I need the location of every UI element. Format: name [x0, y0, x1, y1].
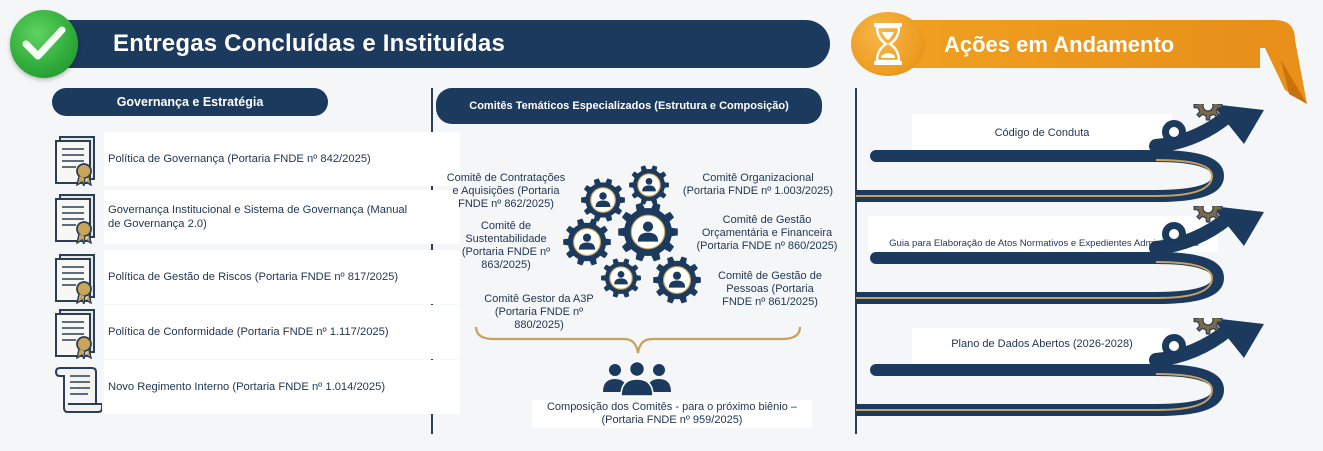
gear-icon	[1162, 120, 1186, 144]
governance-item: Política de Governança (Portaria FNDE nº…	[54, 132, 460, 186]
in-progress-header-bar	[880, 20, 1260, 68]
progress-track	[856, 318, 1264, 416]
committee-gears	[563, 165, 701, 304]
governance-item-card	[104, 250, 460, 304]
governance-item-card	[104, 305, 460, 359]
gear-icon	[563, 218, 611, 266]
committee-pessoas: Comitê de Gestão de Pessoas (Portaria FN…	[718, 270, 822, 308]
action-item-label: Plano de Dados Abertos (2026-2028)	[951, 338, 1133, 350]
committee-organizacional: Comitê Organizacional (Portaria FNDE nº …	[682, 172, 834, 197]
gear-icon	[1193, 104, 1223, 121]
governance-item: Novo Regimento Interno (Portaria FNDE nº…	[54, 360, 460, 414]
hourglass-badge	[851, 12, 925, 76]
action-item-label: Guia para Elaboração de Atos Normativos …	[889, 238, 1199, 249]
in-progress-header-title: Ações em Andamento	[944, 32, 1175, 57]
column-divider	[855, 88, 857, 434]
governance-item-label: Novo Regimento Interno (Portaria FNDE nº…	[108, 381, 386, 393]
certificate-document-icon	[55, 136, 95, 186]
governance-item-label: Governança Institucional e Sistema de Go…	[108, 204, 408, 230]
brace-connector	[474, 326, 802, 354]
action-item-card	[912, 114, 1172, 150]
governance-item: Política de Gestão de Riscos (Portaria F…	[54, 250, 460, 304]
committee-orcamentaria: Comitê de Gestão Orçamentária e Financei…	[696, 214, 838, 252]
governance-item: Política de Conformidade (Portaria FNDE …	[54, 305, 460, 359]
governance-item-label: Política de Gestão de Riscos (Portaria F…	[108, 271, 399, 283]
scroll-icon	[54, 367, 102, 413]
progress-track	[856, 206, 1264, 304]
gear-icon	[653, 256, 701, 304]
gear-icon	[1162, 334, 1186, 358]
committee-contratacoes: Comitê de Contratações e Aquisições (Por…	[446, 172, 566, 210]
gear-icon	[1193, 318, 1223, 335]
action-item-label: Código de Conduta	[994, 127, 1090, 139]
governance-item-card	[104, 360, 460, 414]
governance-item-card	[104, 132, 460, 186]
committee-a3p: Comitê Gestor da A3P (Portaria FNDE nº 8…	[484, 293, 594, 331]
committee-composition: Composição dos Comitês - para o próximo …	[532, 400, 812, 428]
governance-item-card	[104, 190, 460, 244]
gear-icon	[629, 165, 669, 205]
governance-item-label: Política de Conformidade (Portaria FNDE …	[108, 326, 389, 338]
gear-icon	[601, 258, 641, 298]
gear-icon	[1162, 222, 1186, 246]
gear-icon	[618, 202, 678, 262]
gear-icon	[1193, 206, 1223, 223]
committee-sustentabilidade: Comitê de Sustentabilidade (Portaria FND…	[461, 220, 551, 271]
committees-title: Comitês Temáticos Especializados (Estrut…	[436, 88, 822, 124]
progress-track	[856, 104, 1264, 202]
action-item-card	[912, 328, 1172, 364]
check-icon	[22, 26, 66, 60]
certificate-document-icon	[55, 309, 95, 359]
governance-title: Governança e Estratégia	[52, 88, 328, 116]
governance-item: Governança Institucional e Sistema de Go…	[54, 190, 460, 244]
header-ribbon-tail	[1245, 20, 1307, 104]
delivered-header-title: Entregas Concluídas e Instituídas	[113, 30, 506, 57]
certificate-document-icon	[55, 254, 95, 304]
gear-icon	[581, 178, 625, 222]
check-badge	[10, 10, 78, 78]
group-people-icon	[603, 360, 671, 397]
hourglass-icon	[874, 23, 902, 65]
governance-item-label: Política de Governança (Portaria FNDE nº…	[108, 153, 371, 165]
delivered-header-bar	[60, 20, 830, 68]
certificate-document-icon	[55, 194, 95, 244]
